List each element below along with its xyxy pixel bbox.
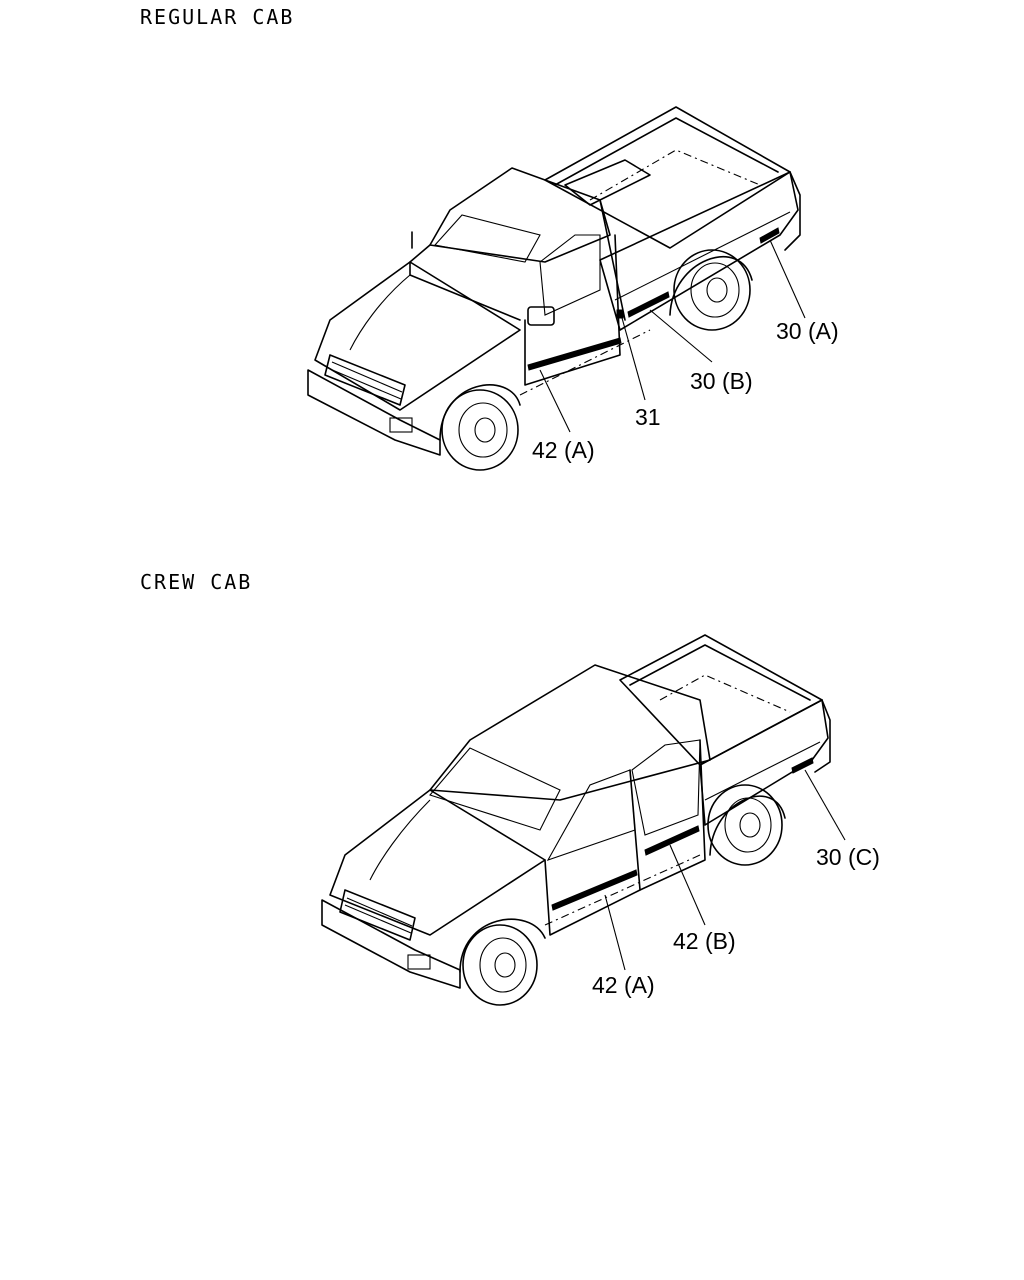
regular-cab-truck (307, 106, 806, 471)
regular-cab-title: REGULAR CAB (140, 5, 295, 29)
callout-42b: 42 (B) (673, 928, 736, 954)
crew-cab-title: CREW CAB (140, 570, 253, 594)
callout-42a-crew: 42 (A) (592, 972, 655, 998)
crew-cab-truck (321, 634, 846, 1006)
callout-31: 31 (635, 404, 661, 430)
callout-30b: 30 (B) (690, 368, 753, 394)
callout-30a: 30 (A) (776, 318, 839, 344)
callout-30c: 30 (C) (816, 844, 880, 870)
callout-42a-regular: 42 (A) (532, 437, 595, 463)
